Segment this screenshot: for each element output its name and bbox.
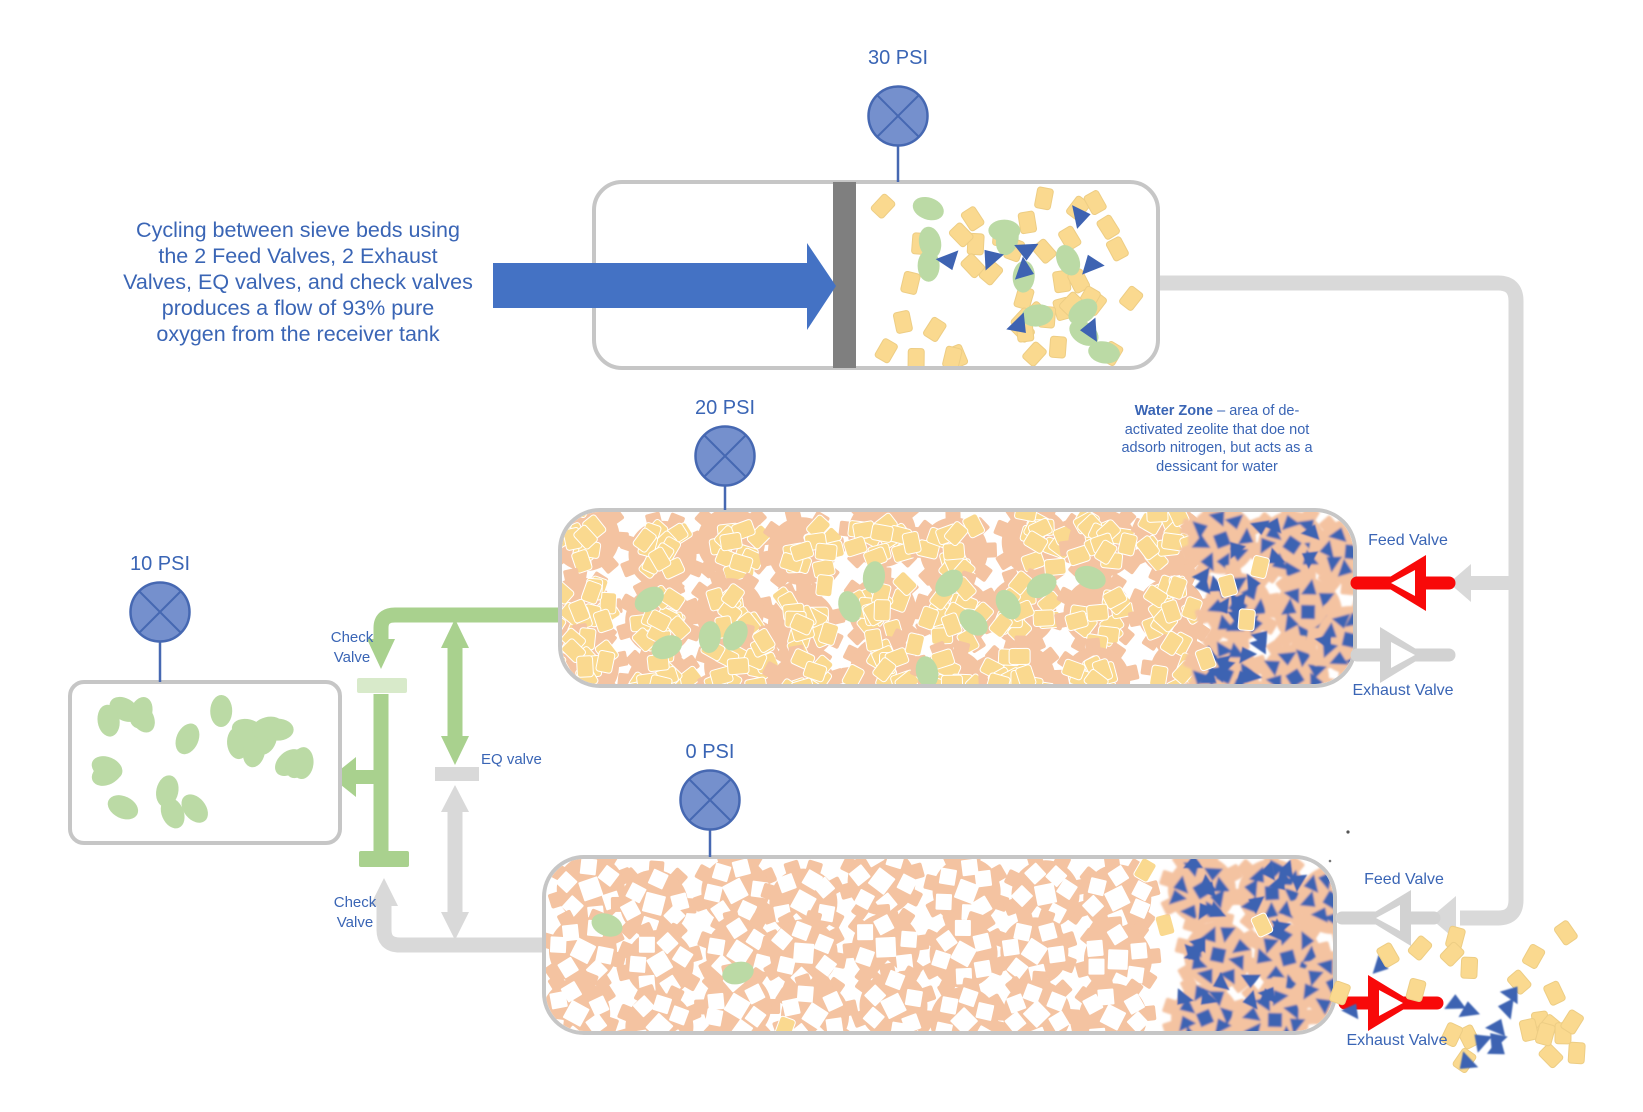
product-pipe-green <box>331 607 569 867</box>
stray-dot <box>1328 859 1332 863</box>
product-tank-gauge <box>129 581 191 682</box>
check-valve-label-upper: Check Valve <box>330 629 374 666</box>
eq-valve-line <box>435 619 479 940</box>
cycling-annotation: Cycling between sieve beds using the 2 F… <box>123 218 473 346</box>
check-valve-lower-bar <box>359 851 409 867</box>
receiver-tank <box>592 180 1160 370</box>
product-oxygen-tank <box>68 680 342 845</box>
top-bed-gauge <box>694 425 756 510</box>
product-tank-gauge-reading: 10 PSI <box>129 553 191 575</box>
receiver-gauge-reading: 30 PSI <box>867 47 929 69</box>
check-valve-label-lower: Check Valve <box>333 894 377 931</box>
tanks-layer <box>68 180 1357 1035</box>
water-zone-top-bed <box>1179 512 1353 684</box>
bottom-bed-gauge <box>679 769 741 857</box>
exhaust-valve-bottom-bed-open <box>1338 975 1444 1031</box>
bottom-bed-pipe-gray <box>370 878 554 953</box>
exhaust-gas-cloud <box>1329 920 1586 1074</box>
top-sieve-bed <box>558 508 1357 688</box>
feed-valve-top-bed-open <box>1350 555 1456 611</box>
top-bed-gauge-reading: 20 PSI <box>694 397 756 419</box>
bottom-bed-gauge-reading: 0 PSI <box>685 741 735 763</box>
receiver-tank-gauge <box>867 85 929 182</box>
exhaust-valve-label-bottom-bed: Exhaust Valve <box>1346 1032 1448 1049</box>
feed-valve-label-bottom-bed: Feed Valve <box>1364 871 1444 888</box>
piping-layer <box>331 275 1524 953</box>
exhaust-valve-top-bed-closed <box>1350 627 1456 683</box>
exhaust-valve-label-top-bed: Exhaust Valve <box>1352 682 1454 699</box>
feed-valve-label-top-bed: Feed Valve <box>1368 532 1448 549</box>
stray-dot <box>1346 830 1350 834</box>
inlet-flow-arrow <box>493 243 836 330</box>
bottom-sieve-bed <box>542 855 1337 1035</box>
check-valve-upper-bar <box>357 678 407 693</box>
water-zone-description: – area of de- activated zeolite that doe… <box>1121 403 1313 475</box>
piston <box>833 182 856 368</box>
water-zone-term: Water Zone <box>1134 403 1214 419</box>
eq-valve-label: EQ valve <box>481 751 542 768</box>
feed-valve-bottom-bed-closed <box>1335 890 1441 946</box>
water-zone-annotation: Water Zone – area of de- activated zeoli… <box>1118 402 1316 476</box>
valves-gauges-layer <box>129 85 1586 1074</box>
eq-valve-bar <box>435 767 479 781</box>
